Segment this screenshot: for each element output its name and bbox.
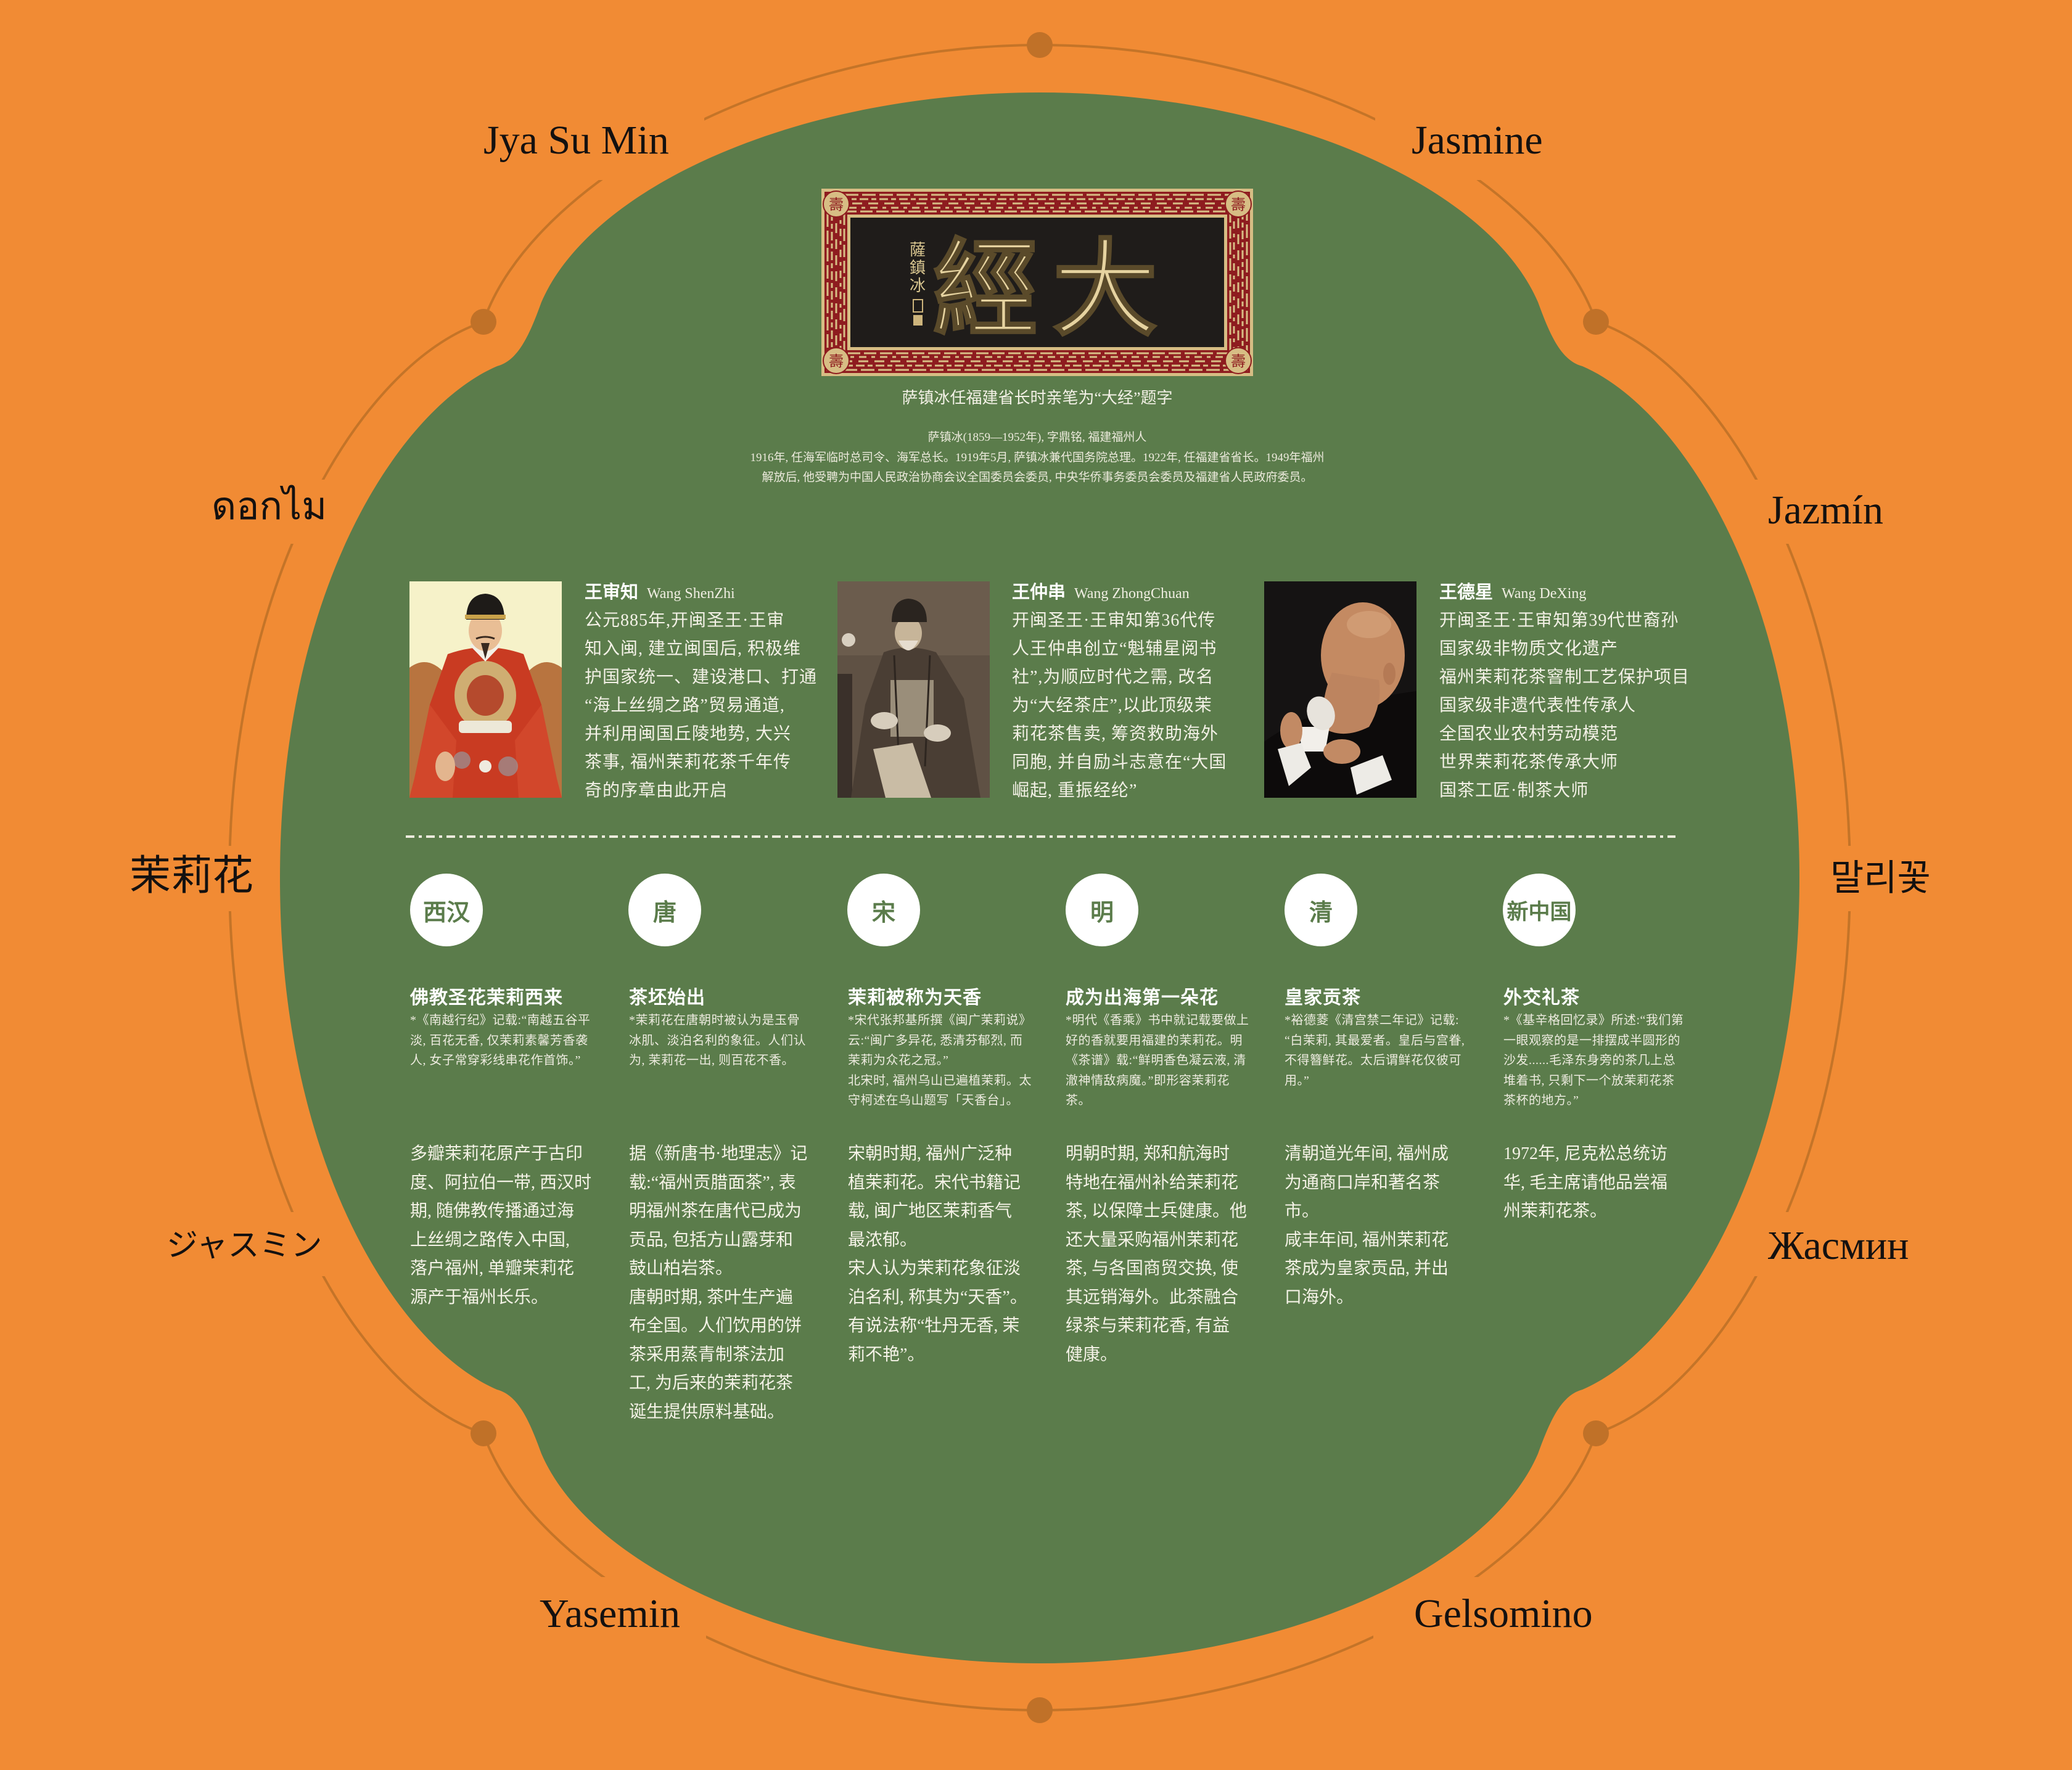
label-yasemin: Yasemin	[540, 1591, 681, 1636]
label-gelsomino: Gelsomino	[1414, 1591, 1593, 1636]
label-jazmin: Jazmín	[1768, 488, 1883, 533]
person-wang-zhongchuan: 王仲串 Wang ZhongChuan 开闽圣王·王审知第36代传 人王仲串创立“…	[1012, 578, 1227, 805]
era-title: 成为出海第一朵花	[1066, 988, 1219, 1008]
plaque-black-panel	[850, 218, 1224, 347]
label-chinese: 茉莉花	[130, 853, 253, 899]
plaque-caption: 萨镇冰任福建省长时亲笔为“大经”题字	[902, 389, 1173, 407]
era-badge-tang: 唐	[628, 874, 701, 946]
portrait-wang-zhongchuan	[837, 581, 990, 798]
orbit-dot-top-right	[1583, 309, 1609, 335]
era-note: *茉莉花在唐朝时被认为是玉骨 冰肌、淡泊名利的象征。人们认 为, 茉莉花一出, …	[629, 1014, 806, 1067]
era-title: 外交礼茶	[1503, 988, 1580, 1008]
timeline-column-qing: 皇家贡茶 *裕德菱《清宫禁二年记》记载: “白茉莉, 其最爱者。皇后与宫眷, 不…	[1285, 985, 1482, 1307]
era-badge-ming: 明	[1066, 874, 1138, 946]
era-note: *《南越行纪》记载:“南越五谷平 淡, 百花无香, 仅茉莉素馨芳香袭 人, 女子…	[410, 1014, 591, 1067]
era-badge-xihan: 西汉	[410, 874, 483, 946]
corner-roundels: 壽 壽 壽 壽	[823, 191, 1252, 374]
era-title: 皇家贡茶	[1285, 988, 1361, 1008]
label-russian: Жасмин	[1768, 1223, 1909, 1268]
signature-char: 冰	[910, 277, 926, 295]
era-note: *宋代张邦基所撰《闽广茉莉说》 云:“闽广多异花, 悉清芬郁烈, 而 茉莉为众花…	[848, 1014, 1032, 1107]
era-body: 明朝时期, 郑和航海时 特地在福州补给茉莉花 茶, 以保障士兵健康。他 还大量采…	[1066, 1144, 1248, 1364]
dajing-plaque: 壽 壽 壽 壽 大 經 薩 鎮 冰	[821, 189, 1253, 376]
person-heading: 王德星 Wang DeXing	[1439, 578, 1690, 607]
person-bio: 开闽圣王·王审知第36代传 人王仲串创立“魁辅星阅书 社”,为顺应时代之需, 改…	[1012, 611, 1227, 800]
era-title: 茉莉被称为天香	[848, 988, 982, 1008]
plaque-character-da: 大	[1053, 232, 1157, 348]
era-body: 据《新唐书·地理志》记 载:“福州贡腊面茶”, 表 明福州茶在唐代已成为 贡品,…	[629, 1144, 808, 1422]
timeline-column-ming: 成为出海第一朵花 *明代《香乘》书中就记载要做上 好的香就要用福建的茉莉花。明 …	[1066, 985, 1263, 1364]
portrait-wang-dexing	[1264, 581, 1416, 798]
orbit-dot-bottom-right	[1583, 1420, 1609, 1446]
era-badge-new-china: 新中国	[1503, 874, 1576, 946]
era-note: *《基辛格回忆录》所述:“我们第 一眼观察的是一排摆成半圆形的 沙发......…	[1503, 1014, 1684, 1107]
person-name: 王审知	[585, 583, 639, 602]
timeline-column-xihan: 佛教圣花茉莉西来 *《南越行纪》记载:“南越五谷平 淡, 百花无香, 仅茉莉素馨…	[410, 985, 607, 1307]
era-body: 多瓣茉莉花原产于古印 度、阿拉伯一带, 西汉时 期, 随佛教传播通过海 上丝绸之…	[410, 1144, 592, 1307]
green-panel	[280, 92, 1799, 1663]
label-japanese: ジャスミン	[166, 1229, 323, 1263]
label-jasmine: Jasmine	[1412, 118, 1543, 163]
person-bio: 开闽圣王·王审知第39代世裔孙 国家级非物质文化遗产 福州茉莉花茶窨制工艺保护项…	[1439, 611, 1690, 800]
timeline-column-song: 茉莉被称为天香 *宋代张邦基所撰《闽广茉莉说》 云:“闽广多异花, 悉清芬郁烈,…	[848, 985, 1045, 1364]
era-badge-qing: 清	[1285, 874, 1357, 946]
person-name: 王仲串	[1012, 583, 1066, 602]
seal-stamp-icon	[913, 299, 923, 313]
orbit-dot-top-left	[471, 309, 496, 335]
fret-pattern	[826, 194, 1248, 371]
era-body: 1972年, 尼克松总统访 华, 毛主席请他品尝福 州茉莉花茶。	[1503, 1144, 1668, 1221]
era-title: 茶坯始出	[629, 988, 705, 1008]
signature-char: 鎮	[910, 259, 926, 277]
label-korean: 말리꽃	[1830, 858, 1931, 898]
person-name: 王德星	[1439, 583, 1494, 602]
longevity-glyph-icon: 壽	[1231, 197, 1246, 213]
orbit-label-gaps	[185, 109, 1894, 1646]
person-wang-shenzhi: 王审知 Wang ShenZhi 公元885年,开闽圣王·王审 知入闽, 建立闽国…	[585, 578, 817, 805]
timeline-column-tang: 茶坯始出 *茉莉花在唐朝时被认为是玉骨 冰肌、淡泊名利的象征。人们认 为, 茉莉…	[629, 985, 826, 1422]
sa-zhenbing-bio: 萨镇冰(1859—1952年), 字鼎铭, 福建福州人 1916年, 任海军临时…	[636, 428, 1438, 488]
bio-line: 解放后, 他受聘为中国人民政治协商会议全国委员会委员, 中央华侨事务委员会委员及…	[762, 471, 1313, 484]
era-body: 宋朝时期, 福州广泛种 植茉莉花。宋代书籍记 载, 闽广地区茉莉香气 最浓郁。 …	[848, 1144, 1027, 1364]
seal-stamp-icon	[913, 315, 923, 326]
era-body: 清朝道光年间, 福州成 为通商口岸和著名茶 市。 咸丰年间, 福州茉莉花 茶成为…	[1285, 1144, 1449, 1307]
person-name-en: Wang ZhongChuan	[1074, 586, 1190, 602]
person-name-en: Wang DeXing	[1502, 586, 1587, 602]
era-badge-song: 宋	[847, 874, 920, 946]
bio-line: 萨镇冰(1859—1952年), 字鼎铭, 福建福州人	[927, 431, 1147, 444]
era-title: 佛教圣花茉莉西来	[410, 988, 563, 1008]
label-thai: ดอกไม	[212, 483, 327, 528]
person-name-en: Wang ShenZhi	[647, 586, 735, 602]
person-wang-dexing: 王德星 Wang DeXing 开闽圣王·王审知第39代世裔孙 国家级非物质文化遗…	[1439, 578, 1690, 805]
orbit-dot-bottom	[1027, 1697, 1053, 1723]
signature-char: 薩	[910, 241, 926, 259]
era-note: *明代《香乘》书中就记载要做上 好的香就要用福建的茉莉花。明 《茶谱》载:“鲜明…	[1066, 1014, 1249, 1107]
person-bio: 公元885年,开闽圣王·王审 知入闽, 建立闽国后, 积极维 护国家统一、建设港…	[585, 611, 818, 800]
label-jya-su-min: Jya Su Min	[483, 118, 669, 163]
longevity-glyph-icon: 壽	[829, 197, 844, 213]
longevity-glyph-icon: 壽	[829, 353, 844, 370]
plaque-character-jing: 經	[933, 232, 1038, 348]
era-note: *裕德菱《清宫禁二年记》记载: “白茉莉, 其最爱者。皇后与宫眷, 不得簪鲜花。…	[1285, 1014, 1465, 1088]
bio-line: 1916年, 任海军临时总司令、海军总长。1919年5月, 萨镇冰兼代国务院总理…	[750, 451, 1325, 464]
longevity-glyph-icon: 壽	[1231, 353, 1246, 370]
person-heading: 王仲串 Wang ZhongChuan	[1012, 578, 1227, 607]
portrait-wang-shenzhi	[409, 581, 562, 798]
person-heading: 王审知 Wang ShenZhi	[585, 578, 817, 607]
orbit-dot-bottom-left	[471, 1420, 496, 1446]
timeline-column-new-china: 外交礼茶 *《基辛格回忆录》所述:“我们第 一眼观察的是一排摆成半圆形的 沙发.…	[1503, 985, 1701, 1221]
orbit-dot-top	[1027, 32, 1053, 58]
